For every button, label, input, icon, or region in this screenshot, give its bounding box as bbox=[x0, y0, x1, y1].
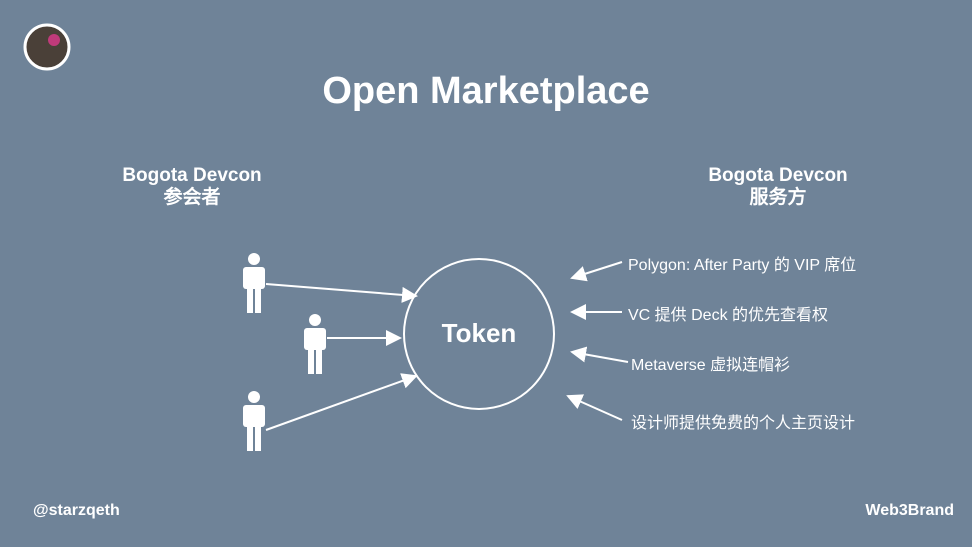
footer-brand: Web3Brand bbox=[865, 502, 954, 519]
token-label: Token bbox=[441, 318, 517, 348]
service-item: Metaverse 虚拟连帽衫 bbox=[631, 357, 791, 374]
service-item: VC 提供 Deck 的优先查看权 bbox=[628, 307, 829, 324]
avatar bbox=[23, 23, 71, 71]
service-item: 设计师提供免费的个人主页设计 bbox=[631, 415, 856, 432]
person-icon bbox=[243, 391, 265, 451]
group-line: 参会者 bbox=[163, 187, 221, 208]
arrows bbox=[265, 261, 629, 431]
slide-title: Open Marketplace bbox=[322, 70, 650, 112]
person-icon bbox=[243, 253, 265, 313]
participants-label: Bogota Devcon 参会者 bbox=[92, 165, 292, 209]
providers-label: Bogota Devcon 服务方 bbox=[678, 165, 878, 209]
group-line: Bogota Devcon bbox=[122, 165, 262, 186]
group-line: 服务方 bbox=[749, 187, 807, 208]
token-circle bbox=[403, 258, 555, 410]
footer-handle: @starzqeth bbox=[33, 502, 120, 519]
person-icon bbox=[304, 314, 326, 374]
group-line: Bogota Devcon bbox=[708, 165, 848, 186]
service-item: Polygon: After Party 的 VIP 席位 bbox=[628, 257, 857, 274]
